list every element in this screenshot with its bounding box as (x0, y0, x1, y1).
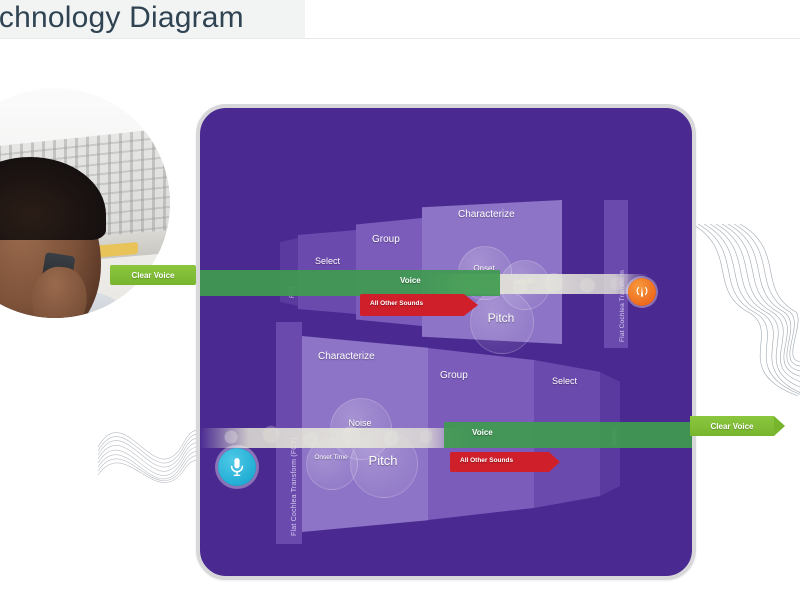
clear-voice-output-arrow (774, 416, 785, 436)
sound-wave-right (688, 220, 800, 400)
lower-band-all-other-sounds-label: All Other Sounds (460, 457, 514, 464)
upper-band-voice-label: Voice (400, 276, 421, 285)
upper-band-all-other-sounds (360, 294, 478, 316)
clear-voice-input-pill: Clear Voice (110, 265, 196, 285)
lower-band-all-other-sounds (450, 452, 560, 472)
lower-stage-select-label: Select (552, 376, 578, 386)
lower-bubble-pitch-label: Pitch (368, 453, 398, 468)
title-band (0, 0, 305, 38)
microphone-icon (218, 448, 256, 486)
speaker-icon (628, 278, 656, 306)
page-title: echnology Diagram (0, 1, 244, 34)
lower-band-voice-label: Voice (472, 428, 493, 437)
lower-stage-group-label: Group (440, 370, 468, 381)
lower-band-voice (444, 422, 692, 448)
upper-bubble-onset-label: Onset (473, 264, 495, 273)
upper-band-voice (200, 270, 500, 296)
upper-bubble-pitch-label: Pitch (487, 311, 515, 325)
upper-stage-select-label: Select (315, 256, 341, 266)
upper-stage-group-text: Group (372, 234, 400, 245)
upper-band-all-other-sounds-label: All Other Sounds (370, 300, 424, 307)
caller-photo (0, 88, 170, 318)
panel-inner: FCT Select Group Characterize Onset Leve… (200, 108, 692, 576)
lower-bubble-onset-time-label: Onset Time (314, 454, 348, 461)
clear-voice-output-pill: Clear Voice (690, 416, 774, 436)
upper-bubble-pitch (470, 290, 534, 354)
lower-mixed-signal-band (200, 428, 468, 448)
title-divider (0, 38, 800, 39)
lower-stage-flat-cochlea-transform-label: Flat Cochlea Transform (FCT) (291, 437, 298, 536)
lower-stage-characterize-label: Characterize (318, 351, 375, 362)
technology-diagram-panel: FCT Select Group Characterize Onset Leve… (196, 104, 696, 580)
lower-bubble-noise-label: Noise (348, 418, 372, 428)
upper-stage-characterize-label: Characterize (458, 209, 515, 220)
